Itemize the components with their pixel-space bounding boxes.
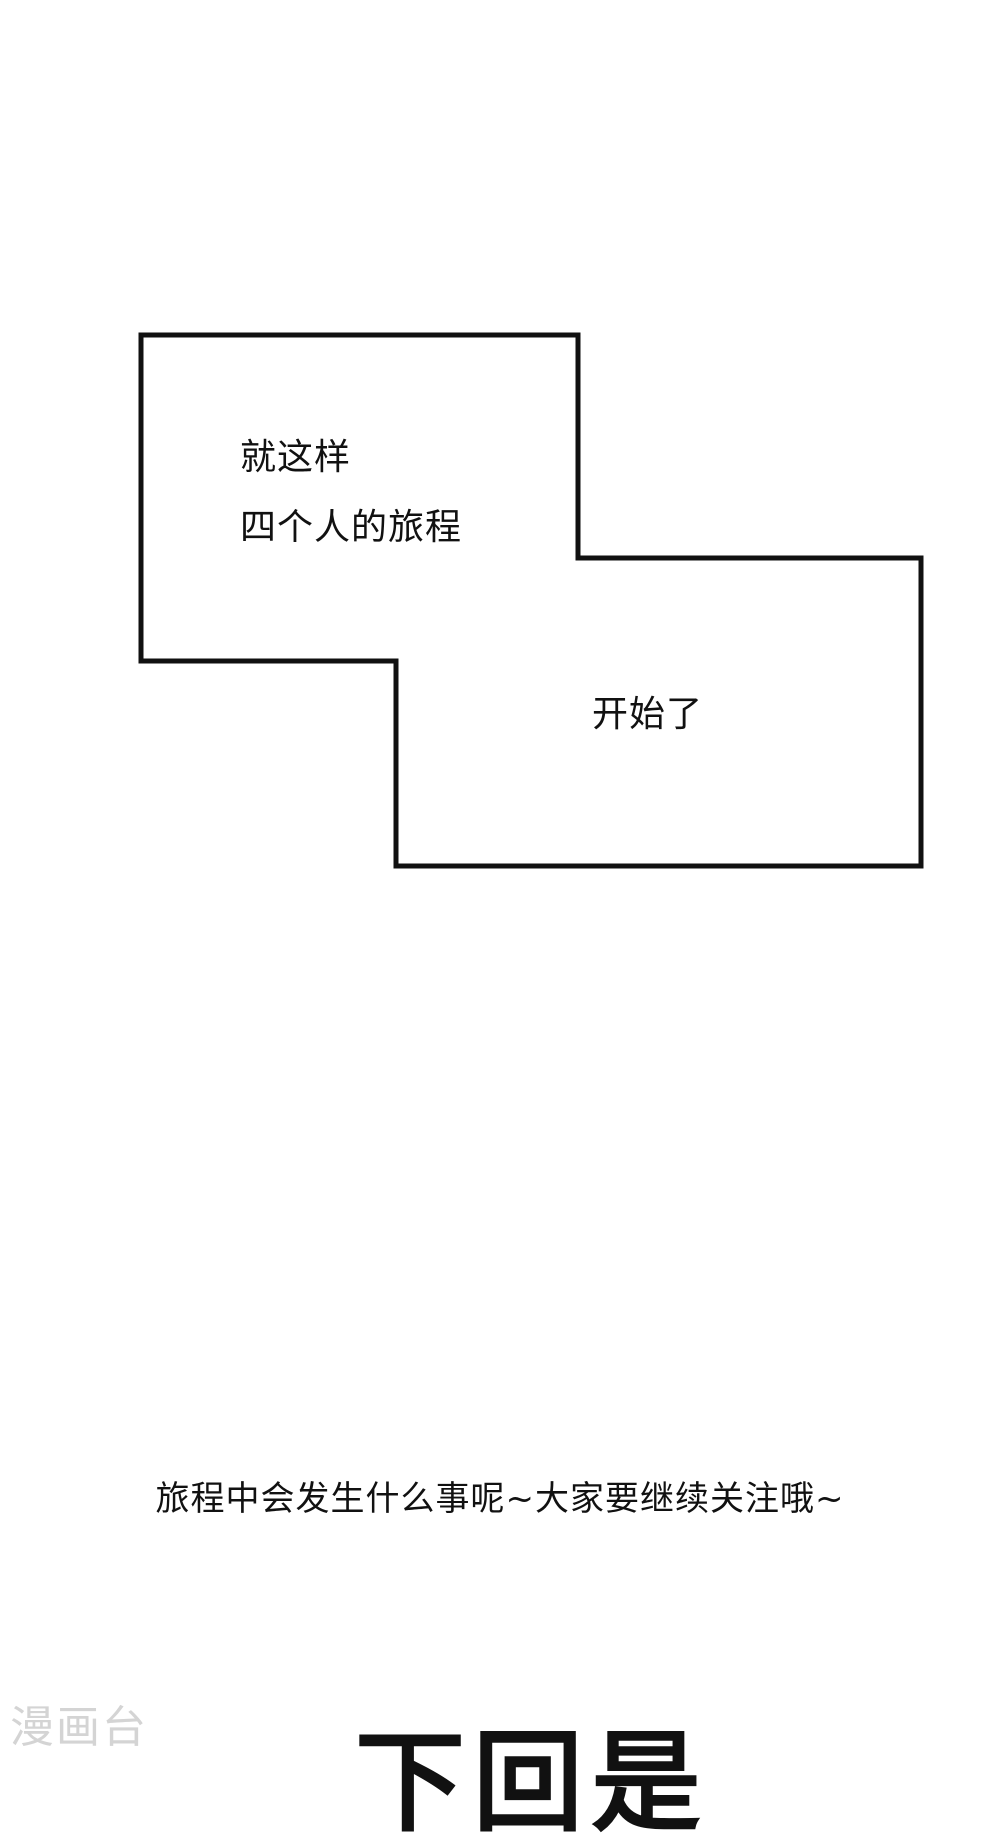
caption-line-3: 开始了	[592, 694, 704, 735]
next-episode-title: 下回是	[355, 1719, 709, 1847]
caption-line-1: 就这样	[240, 437, 352, 478]
publisher-watermark: 漫画台	[10, 1702, 148, 1753]
next-episode-teaser: 旅程中会发生什么事呢~大家要继续关注哦~	[155, 1479, 845, 1519]
caption-line-2: 四个人的旅程	[240, 507, 463, 548]
